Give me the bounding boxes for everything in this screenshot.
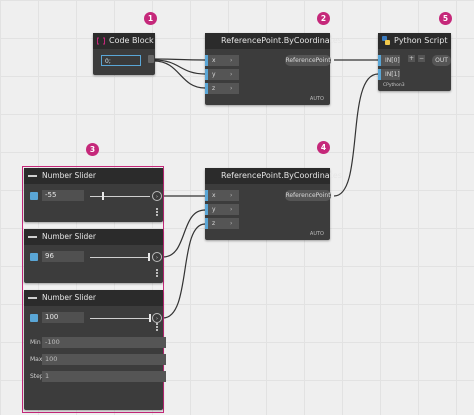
code-block-header[interactable]: Code Block (93, 33, 155, 49)
slider-output-port[interactable]: › (152, 313, 162, 323)
input-port-x[interactable]: x› (205, 190, 239, 201)
resize-handle[interactable] (156, 269, 158, 278)
slider-icon (28, 175, 37, 177)
slider-icon (28, 236, 37, 238)
slider-track[interactable] (90, 318, 150, 319)
lacing-label: AUTO (309, 96, 324, 102)
input-port-in0[interactable]: IN[0] (378, 55, 400, 66)
slider-thumb[interactable] (149, 314, 151, 322)
callout-badge-2: 2 (317, 12, 330, 25)
reference-point-node-bottom[interactable]: ReferencePoint.ByCoordinates x› y› z› Re… (205, 168, 342, 240)
chevron-right-icon: › (230, 220, 233, 227)
code-block-output-port[interactable] (148, 55, 154, 63)
slider-track[interactable] (90, 196, 150, 197)
wire-code-x (153, 58, 206, 61)
code-block-icon (97, 37, 105, 45)
callout-badge-4: 4 (317, 141, 330, 154)
language-label: CPython3 (383, 83, 405, 88)
chevron-right-icon: › (230, 192, 233, 199)
add-input-button[interactable]: + (408, 55, 415, 62)
reference-point-header-top[interactable]: ReferencePoint.ByCoordinates (205, 33, 342, 49)
input-port-y[interactable]: y› (205, 204, 239, 215)
number-slider-3[interactable]: Number Slider 100 › Min -100 Max 100 Ste… (24, 290, 166, 410)
callout-badge-1: 1 (144, 12, 157, 25)
wire-code-z (153, 60, 206, 89)
slider-output-port[interactable]: › (152, 191, 162, 201)
slider-icon (28, 297, 37, 299)
wire-s2-y (162, 209, 206, 258)
output-port-reference-point[interactable]: ReferencePoint (285, 55, 331, 66)
max-field[interactable]: 100 (42, 354, 166, 365)
python-script-header[interactable]: Python Script (378, 33, 451, 49)
slider-value-field[interactable]: 96 (42, 251, 84, 262)
python-script-node[interactable]: Python Script IN[0] IN[1] + − OUT CPytho… (378, 33, 451, 91)
step-field[interactable]: 1 (42, 371, 166, 382)
slider-thumb[interactable] (147, 253, 150, 261)
chevron-right-icon: › (230, 206, 233, 213)
callout-badge-3: 3 (86, 143, 99, 156)
code-block-title: Code Block (109, 36, 154, 45)
resize-handle[interactable] (156, 208, 158, 217)
remove-input-button[interactable]: − (418, 55, 425, 62)
chevron-right-icon: › (230, 57, 233, 64)
max-label: Max (30, 356, 43, 363)
step-label: Step (30, 373, 44, 380)
input-port-z[interactable]: z› (205, 83, 239, 94)
wire-code-y (153, 59, 206, 75)
input-port-x[interactable]: x› (205, 55, 239, 66)
chevron-right-icon: › (230, 71, 233, 78)
python-logo-icon (382, 36, 390, 45)
min-label: Min (30, 339, 41, 346)
code-block-node[interactable]: Code Block 0; (93, 33, 155, 75)
slider-value-field[interactable]: 100 (42, 312, 84, 323)
min-field[interactable]: -100 (42, 337, 166, 348)
output-port-reference-point[interactable]: ReferencePoint (285, 190, 331, 201)
input-port-y[interactable]: y› (205, 69, 239, 80)
callout-badge-5: 5 (439, 12, 452, 25)
wire-s3-z (162, 223, 206, 319)
reference-point-node-top[interactable]: ReferencePoint.ByCoordinates x› y› z› Re… (205, 33, 342, 105)
number-slider-header[interactable]: Number Slider (24, 290, 163, 306)
slider-output-port[interactable]: › (152, 252, 162, 262)
output-port-out[interactable]: OUT (432, 55, 451, 66)
reference-point-title-top: ReferencePoint.ByCoordinates (221, 36, 342, 45)
slider-thumb[interactable] (102, 192, 105, 200)
slider-expand-toggle[interactable] (30, 192, 38, 200)
number-slider-2[interactable]: Number Slider 96 › (24, 229, 163, 283)
slider-value-field[interactable]: -55 (42, 190, 84, 201)
number-slider-1[interactable]: Number Slider -55 › (24, 168, 163, 222)
reference-point-header-bottom[interactable]: ReferencePoint.ByCoordinates (205, 168, 342, 184)
slider-track[interactable] (90, 257, 150, 258)
code-block-editor[interactable]: 0; (101, 55, 141, 66)
slider-expand-toggle[interactable] (30, 314, 38, 322)
reference-point-title-bottom: ReferencePoint.ByCoordinates (221, 171, 342, 180)
slider-expand-toggle[interactable] (30, 253, 38, 261)
resize-handle[interactable] (156, 323, 158, 332)
number-slider-header[interactable]: Number Slider (24, 229, 163, 245)
lacing-label: AUTO (309, 231, 324, 237)
chevron-right-icon: › (230, 85, 233, 92)
input-port-z[interactable]: z› (205, 218, 239, 229)
python-script-title: Python Script (394, 36, 448, 45)
input-port-in1[interactable]: IN[1] (378, 69, 400, 80)
number-slider-header[interactable]: Number Slider (24, 168, 163, 184)
